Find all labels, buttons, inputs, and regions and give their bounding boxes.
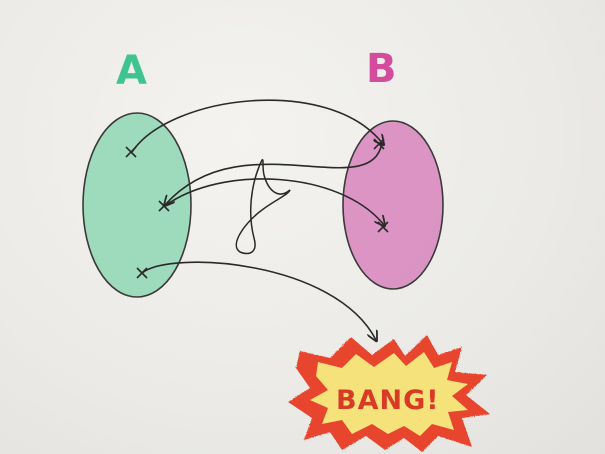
set-a-label: A xyxy=(116,48,147,94)
set-b-ellipse xyxy=(342,120,444,290)
mapping-arrow-b1-to-a2 xyxy=(165,142,383,205)
set-a-ellipse xyxy=(82,112,192,298)
set-b-label: B xyxy=(366,46,397,92)
mapping-arrow-a1-to-b1 xyxy=(131,99,383,153)
explosion-burst-icon xyxy=(288,335,490,452)
hand-drawn-loop-icon xyxy=(235,158,291,255)
mapping-arrow-a2-to-b2 xyxy=(164,178,384,225)
mapping-arrow-a3-to-bang xyxy=(141,261,376,340)
bang-text: BANG! xyxy=(336,385,440,416)
